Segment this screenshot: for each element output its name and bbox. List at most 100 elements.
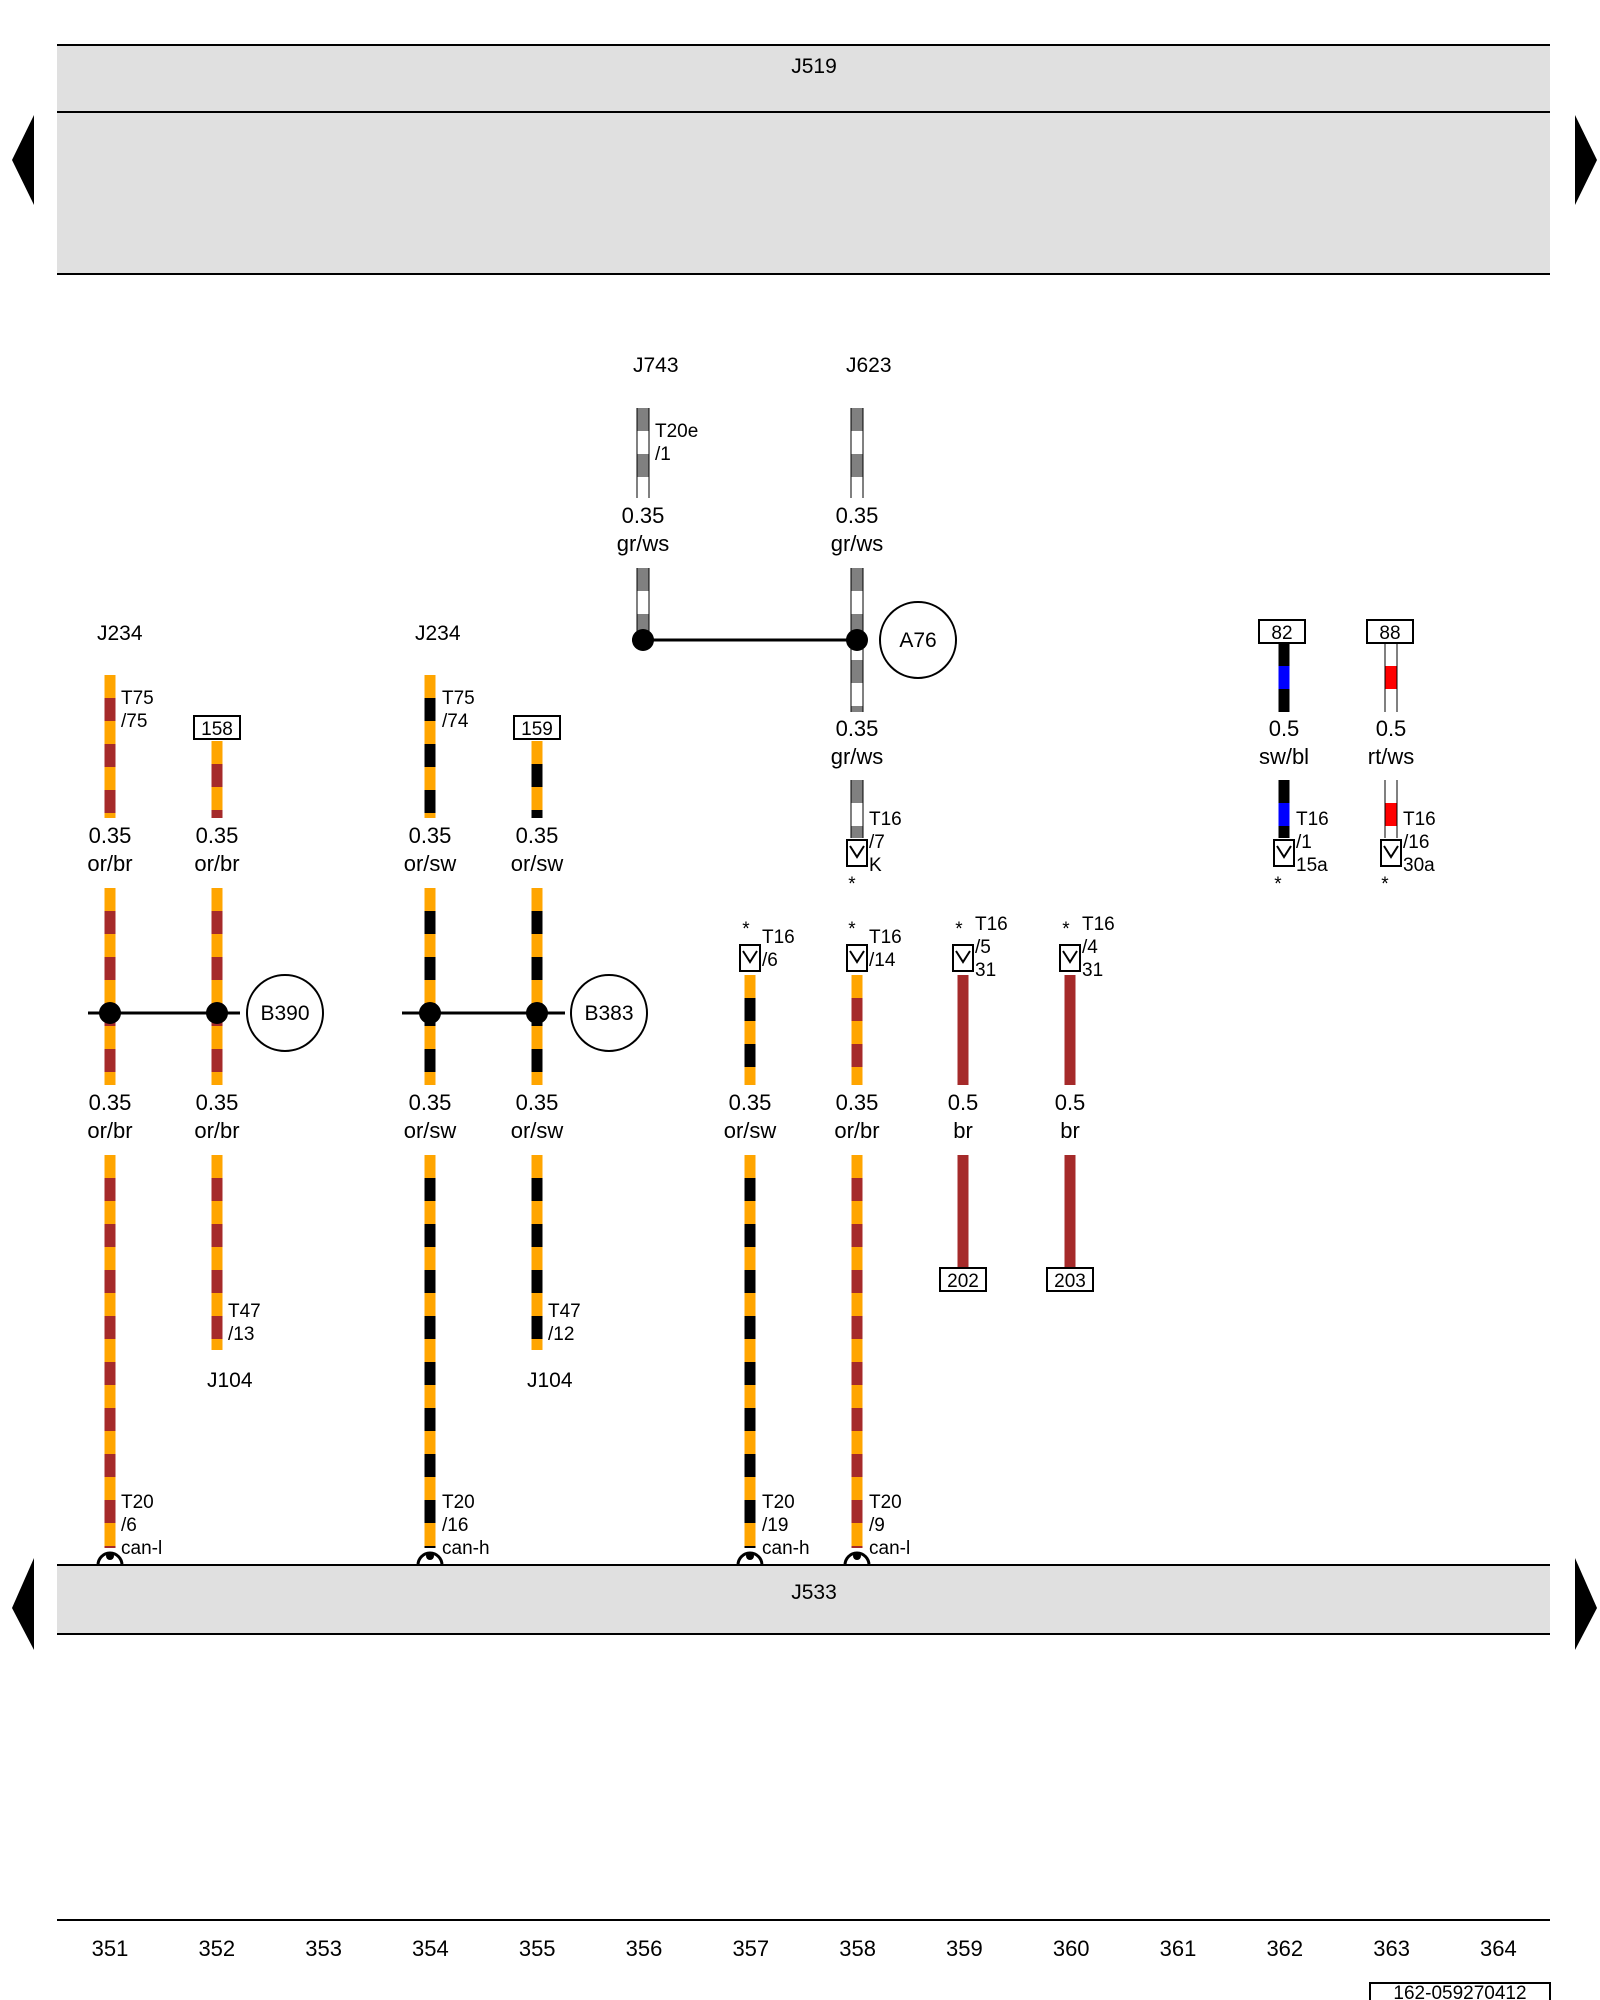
svg-text:/6: /6 [762, 950, 778, 971]
svg-text:0.35: 0.35 [196, 1090, 239, 1115]
svg-text:/1: /1 [655, 444, 671, 465]
svg-text:0.5: 0.5 [948, 1090, 979, 1115]
wire-362-lower[interactable] [1278, 780, 1290, 838]
j104-label-left[interactable]: J104 [207, 1369, 253, 1392]
j104-label-right[interactable]: J104 [527, 1369, 573, 1392]
wire-360-lower[interactable] [1064, 1155, 1076, 1268]
splice-b390[interactable]: B390 [246, 974, 324, 1052]
svg-text:br: br [953, 1118, 973, 1143]
wire-351-top[interactable] [104, 675, 116, 818]
ref-88[interactable]: 88 [1366, 619, 1414, 644]
svg-text:br: br [1060, 1118, 1080, 1143]
svg-text:0.35: 0.35 [89, 1090, 132, 1115]
wire-363-lower[interactable] [1384, 780, 1398, 838]
svg-text:0.35: 0.35 [196, 823, 239, 848]
control-unit-j519[interactable]: J519 [57, 44, 1550, 275]
control-unit-j533[interactable]: J533 [57, 1564, 1550, 1635]
splice-b383[interactable]: B383 [570, 974, 648, 1052]
wire-352-bottom[interactable] [211, 1155, 223, 1350]
svg-text:0.35: 0.35 [622, 503, 665, 528]
wire-355-top[interactable] [531, 741, 543, 818]
svg-text:T47: T47 [228, 1301, 261, 1322]
wire-354-bottom[interactable] [424, 1155, 436, 1548]
svg-text:0.35: 0.35 [409, 823, 452, 848]
terminal-can-l-t20-9[interactable] [843, 1551, 871, 1566]
wire-359-lower[interactable] [957, 1155, 969, 1268]
wire-357-lower[interactable] [744, 1155, 756, 1548]
svg-text:T16: T16 [869, 809, 902, 830]
splice-dots [99, 629, 868, 1024]
ref-203[interactable]: 203 [1046, 1267, 1094, 1292]
wire-351-bottom[interactable] [104, 1155, 116, 1548]
wire-gr-ws-j623[interactable] [850, 408, 864, 498]
svg-text:T16: T16 [975, 914, 1008, 935]
wire-351-mid[interactable] [104, 888, 116, 1085]
terminal-can-h-t20-19[interactable] [736, 1551, 764, 1566]
svg-text:B383: B383 [584, 1002, 633, 1025]
wire-359-upper[interactable] [957, 975, 969, 1085]
svg-text:/4: /4 [1082, 937, 1098, 958]
svg-text:gr/ws: gr/ws [831, 531, 884, 556]
wire-352-top[interactable] [211, 741, 223, 818]
wire-363-upper[interactable] [1384, 643, 1398, 712]
svg-text:or/br: or/br [194, 851, 239, 876]
ref-159[interactable]: 159 [513, 715, 561, 740]
j743-label[interactable]: J743 [633, 354, 679, 377]
svg-text:/9: /9 [869, 1515, 885, 1536]
socket-t16-7[interactable] [846, 839, 868, 867]
wire-gr-ws-t16-7[interactable] [850, 780, 864, 838]
column-number: 356 [626, 1936, 663, 1961]
svg-text:82: 82 [1271, 623, 1292, 644]
column-number: 359 [946, 1936, 983, 1961]
socket-t16-16[interactable] [1380, 839, 1402, 867]
svg-text:/1: /1 [1296, 832, 1312, 853]
svg-text:can-h: can-h [762, 1538, 810, 1559]
ref-158[interactable]: 158 [193, 715, 241, 740]
wire-355-mid[interactable] [531, 888, 543, 1085]
document-id: 162-059270412 [1369, 1982, 1551, 2000]
svg-text:/19: /19 [762, 1515, 788, 1536]
svg-text:/13: /13 [228, 1324, 254, 1345]
wire-355-bottom[interactable] [531, 1155, 543, 1350]
j234-label-left[interactable]: J234 [97, 622, 143, 645]
page-forward-arrow-icon[interactable] [1575, 115, 1597, 205]
socket-t16-4[interactable] [1059, 944, 1081, 972]
ref-202[interactable]: 202 [939, 1267, 987, 1292]
svg-text:0.35: 0.35 [836, 503, 879, 528]
page-back-arrow-icon-lower[interactable] [12, 1558, 34, 1650]
terminal-can-h-t20-16[interactable] [416, 1551, 444, 1566]
j623-label[interactable]: J623 [846, 354, 892, 377]
socket-t16-5[interactable] [952, 944, 974, 972]
splice-a76[interactable]: A76 [879, 601, 957, 679]
svg-text:T20: T20 [869, 1492, 902, 1513]
wire-358-lower[interactable] [851, 1155, 863, 1548]
svg-text:T16: T16 [1082, 914, 1115, 935]
wire-352-mid[interactable] [211, 888, 223, 1085]
svg-text:*: * [848, 874, 856, 895]
socket-t16-14[interactable] [846, 944, 868, 972]
ref-82[interactable]: 82 [1258, 619, 1306, 644]
j533-label: J533 [791, 1581, 837, 1604]
terminal-can-l-t20-6[interactable] [96, 1551, 124, 1566]
wire-362-upper[interactable] [1278, 643, 1290, 712]
wire-gr-ws-j743[interactable] [636, 408, 650, 498]
svg-text:T75: T75 [121, 688, 154, 709]
svg-text:or/sw: or/sw [404, 851, 457, 876]
svg-text:gr/ws: gr/ws [831, 744, 884, 769]
socket-t16-1[interactable] [1273, 839, 1295, 867]
column-number: 354 [412, 1936, 449, 1961]
wire-357-upper[interactable] [744, 975, 756, 1085]
wire-354-top[interactable] [424, 675, 436, 818]
svg-text:A76: A76 [899, 629, 936, 652]
svg-text:/7: /7 [869, 832, 885, 853]
wire-360-upper[interactable] [1064, 975, 1076, 1085]
svg-text:159: 159 [521, 719, 553, 740]
wire-354-mid[interactable] [424, 888, 436, 1085]
svg-text:*: * [1274, 874, 1282, 895]
svg-text:15a: 15a [1296, 855, 1328, 876]
socket-t16-6[interactable] [739, 944, 761, 972]
j234-label-right[interactable]: J234 [415, 622, 461, 645]
wire-358-upper[interactable] [851, 975, 863, 1085]
page-back-arrow-icon[interactable] [12, 115, 34, 205]
page-forward-arrow-icon-lower[interactable] [1575, 1558, 1597, 1650]
